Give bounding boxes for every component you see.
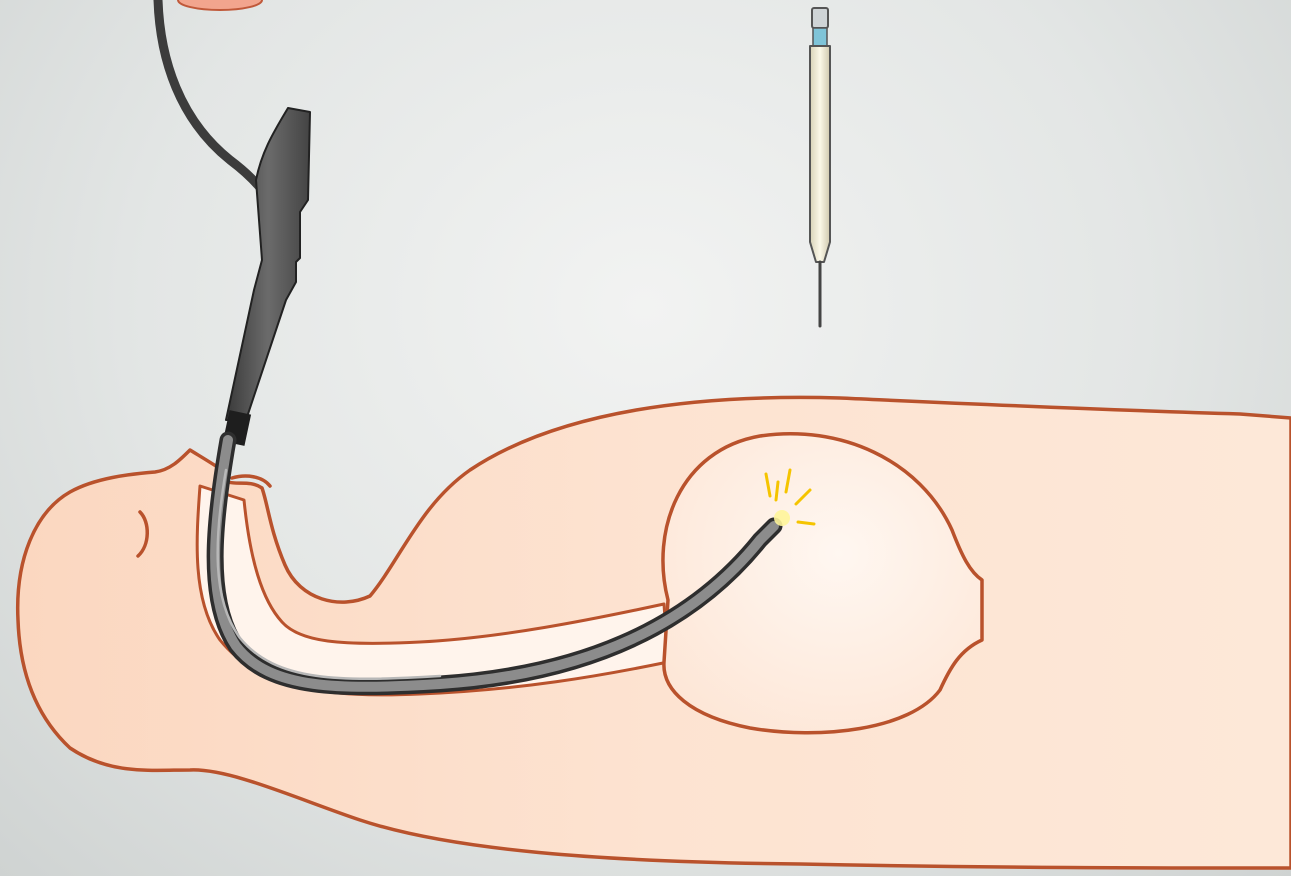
- endoscope-cable: [158, 0, 262, 190]
- syringe-tip-color: [813, 28, 827, 46]
- cable-connector: [178, 0, 262, 10]
- endoscope-handle-icon: [226, 108, 310, 420]
- syringe-barrel: [810, 46, 830, 262]
- syringe-cap: [812, 8, 828, 28]
- syringe-icon: [810, 8, 830, 326]
